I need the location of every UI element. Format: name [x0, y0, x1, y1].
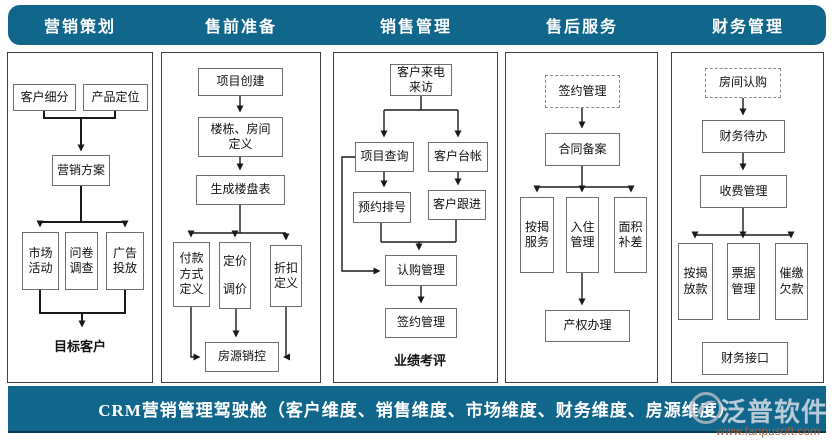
node-generate-building-table: 生成楼盘表	[196, 175, 285, 205]
node-pricing-adjustment: 定价 调价	[219, 242, 251, 309]
node-project-creation: 项目创建	[198, 68, 283, 96]
node-arrears-collection: 催缴 欠款	[775, 243, 808, 320]
node-housing-sales-control: 房源销控	[205, 342, 279, 372]
node-room-subscription: 房间认购	[705, 68, 781, 98]
column-presale-preparation	[161, 52, 321, 383]
node-customer-ledger: 客户台帐	[428, 142, 488, 172]
node-property-rights-processing: 产权办理	[545, 310, 630, 342]
node-movein-management: 入住 管理	[566, 197, 599, 273]
node-discount-definition: 折扣 定义	[270, 245, 302, 307]
node-building-room-definition: 楼栋、房间 定义	[198, 117, 283, 157]
header-bar	[8, 5, 826, 45]
node-mortgage-disbursement: 按揭 放款	[678, 243, 713, 320]
bottom-banner-text: CRM营销管理驾驶舱（客户维度、销售维度、市场维度、财务维度、房源维度）	[98, 401, 736, 420]
label-performance-review: 业绩考评	[393, 353, 446, 368]
header-title-aftersale-service: 售后服务	[545, 19, 619, 36]
node-appointment-numbering: 预约排号	[353, 192, 411, 223]
node-mortgage-service: 按揭 服务	[520, 197, 554, 273]
node-marketing-plan: 营销方案	[52, 155, 110, 186]
header-title-presale-preparation: 售前准备	[204, 19, 278, 36]
fanpu-logo-icon	[690, 392, 722, 424]
watermark-brand-text: 泛普软件	[720, 398, 829, 427]
label-target-customers: 目标客户	[53, 339, 106, 354]
node-customer-calls-visits: 客户来电 来访	[390, 64, 452, 96]
node-project-query: 项目查询	[355, 142, 414, 172]
node-market-activity: 市场 活动	[22, 232, 59, 290]
node-customer-segmentation: 客户细分	[13, 84, 76, 111]
header-title-financial-management: 财务管理	[711, 19, 785, 36]
node-product-positioning: 产品定位	[83, 84, 148, 111]
node-contract-filing: 合同备案	[545, 133, 620, 166]
node-contract-management: 签约管理	[385, 308, 457, 338]
node-customer-followup: 客户跟进	[428, 190, 486, 220]
node-financial-todo: 财务待办	[702, 120, 785, 153]
watermark: 泛普软件 www.fanpusoft.com	[690, 388, 832, 440]
node-fee-management: 收费管理	[700, 175, 787, 208]
header-title-marketing-planning: 营销策划	[43, 19, 117, 36]
node-contract-management-ref: 签约管理	[545, 75, 620, 108]
node-ad-placement: 广告 投放	[106, 232, 144, 290]
bottom-banner: CRM营销管理驾驶舱（客户维度、销售维度、市场维度、财务维度、房源维度）	[8, 386, 826, 433]
node-bill-management: 票据 管理	[727, 243, 760, 320]
node-payment-method-definition: 付款 方式 定义	[173, 242, 210, 307]
watermark-url-text: www.fanpusoft.com	[716, 424, 821, 438]
node-subscription-management: 认购管理	[385, 255, 457, 286]
node-area-compensation: 面积 补差	[614, 197, 647, 273]
column-financial-management	[671, 52, 824, 383]
node-questionnaire-survey: 问卷 调查	[65, 232, 98, 290]
node-financial-interface: 财务接口	[702, 342, 788, 375]
header-title-sales-management: 销售管理	[379, 19, 453, 36]
